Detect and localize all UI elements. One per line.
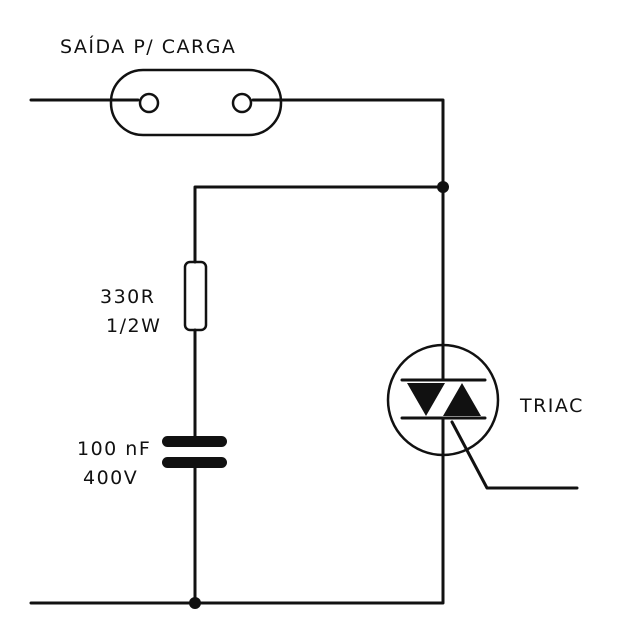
- capacitor-plate-bottom: [162, 457, 227, 468]
- socket-pin-left: [138, 92, 160, 114]
- load-output-socket: [109, 68, 283, 137]
- triac-gate-lead: [450, 420, 579, 490]
- capacitor-value: 100 nF: [77, 438, 151, 460]
- capacitor-plate-top: [162, 436, 227, 447]
- resistor-value: 330R: [100, 286, 155, 308]
- socket-pin-right: [231, 92, 253, 114]
- junction-bottom: [189, 597, 201, 609]
- resistor-body: [183, 260, 208, 332]
- triac-label: TRIAC: [519, 395, 584, 417]
- triac-symbol: [386, 343, 500, 457]
- junction-top: [437, 181, 449, 193]
- triac-circle: [386, 343, 500, 457]
- socket-outline: [109, 68, 283, 137]
- load-output-label: SAÍDA P/ CARGA: [60, 35, 236, 58]
- resistor-power: 1/2W: [106, 315, 161, 337]
- wire-branch-snubber: [193, 185, 445, 264]
- triac-triangle-up: [443, 383, 481, 416]
- capacitor-voltage: 400V: [83, 467, 138, 489]
- wire-socket-to-rail: [251, 98, 445, 189]
- wire-bottom-rail: [29, 451, 445, 605]
- triac-triangle-down: [407, 383, 445, 416]
